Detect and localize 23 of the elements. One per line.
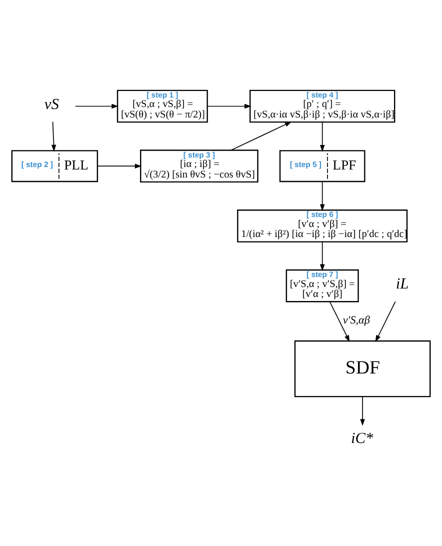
arrow bbox=[74, 104, 118, 109]
node-box: [ step 6 ] [v′α ; v′β] = 1/(iα² + iβ²) [iα −iβ ; iβ −iα] [p′dc ; q′dc] bbox=[237, 210, 408, 242]
node-text: iL bbox=[396, 276, 409, 293]
arrow bbox=[51, 121, 56, 152]
arrow bbox=[206, 104, 252, 109]
arrow bbox=[320, 122, 325, 152]
node-text: vS bbox=[44, 96, 59, 114]
node-box: [ step 7 ] [v′S,α ; v′S,β] = [v′α ; v′β] bbox=[286, 269, 359, 302]
node-box: [ step 4 ] [p′ ; q′] = [vS,α·iα vS,β·iβ ; vS,β·iα vS,α·iβ] bbox=[249, 90, 396, 123]
arrow bbox=[97, 164, 142, 168]
node-box: [ step 1 ] [vS,α ; vS,β] = [vS(θ) ; vS(θ − π/2)] bbox=[116, 90, 208, 123]
arrow bbox=[375, 301, 396, 342]
node-box: SDF bbox=[294, 340, 431, 398]
arrow bbox=[230, 122, 292, 151]
node-box: [ step 5 ] LPF bbox=[279, 150, 366, 182]
node-box: [ step 2 ] PLL bbox=[11, 150, 98, 182]
arrow bbox=[320, 181, 325, 212]
node-text: iC* bbox=[350, 430, 374, 448]
arrow bbox=[329, 302, 350, 342]
node-box: [ step 3 ] [iα ; iβ] = √(3/2) [sin θvS ; −cos θvS] bbox=[140, 150, 258, 183]
edge-label: v′S,αβ bbox=[342, 314, 370, 326]
arrow bbox=[320, 241, 325, 272]
arrow bbox=[360, 396, 365, 426]
